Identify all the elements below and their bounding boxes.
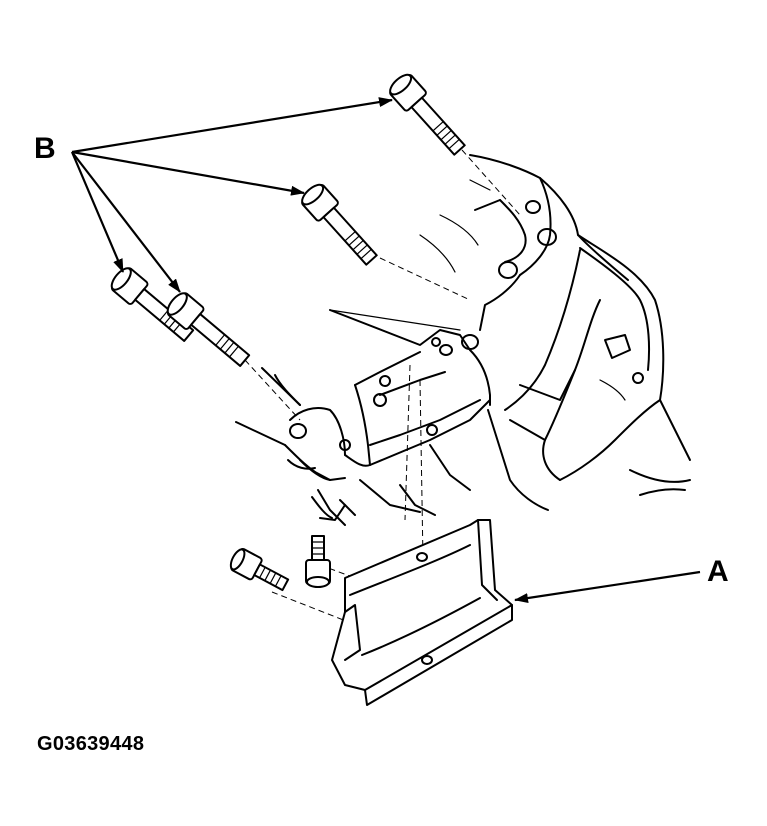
- mounting-bolts: [110, 73, 466, 367]
- lower-bolts: [229, 535, 331, 592]
- callout-a-arrow: [514, 570, 701, 603]
- callout-label-b: B: [34, 132, 56, 165]
- callout-b-arrows: [70, 97, 393, 293]
- callout-label-a: A: [707, 555, 729, 588]
- engine-block: [235, 309, 549, 526]
- transmission-housing: [419, 154, 691, 496]
- splash-shield: [331, 519, 513, 706]
- figure-id: G03639448: [37, 733, 145, 755]
